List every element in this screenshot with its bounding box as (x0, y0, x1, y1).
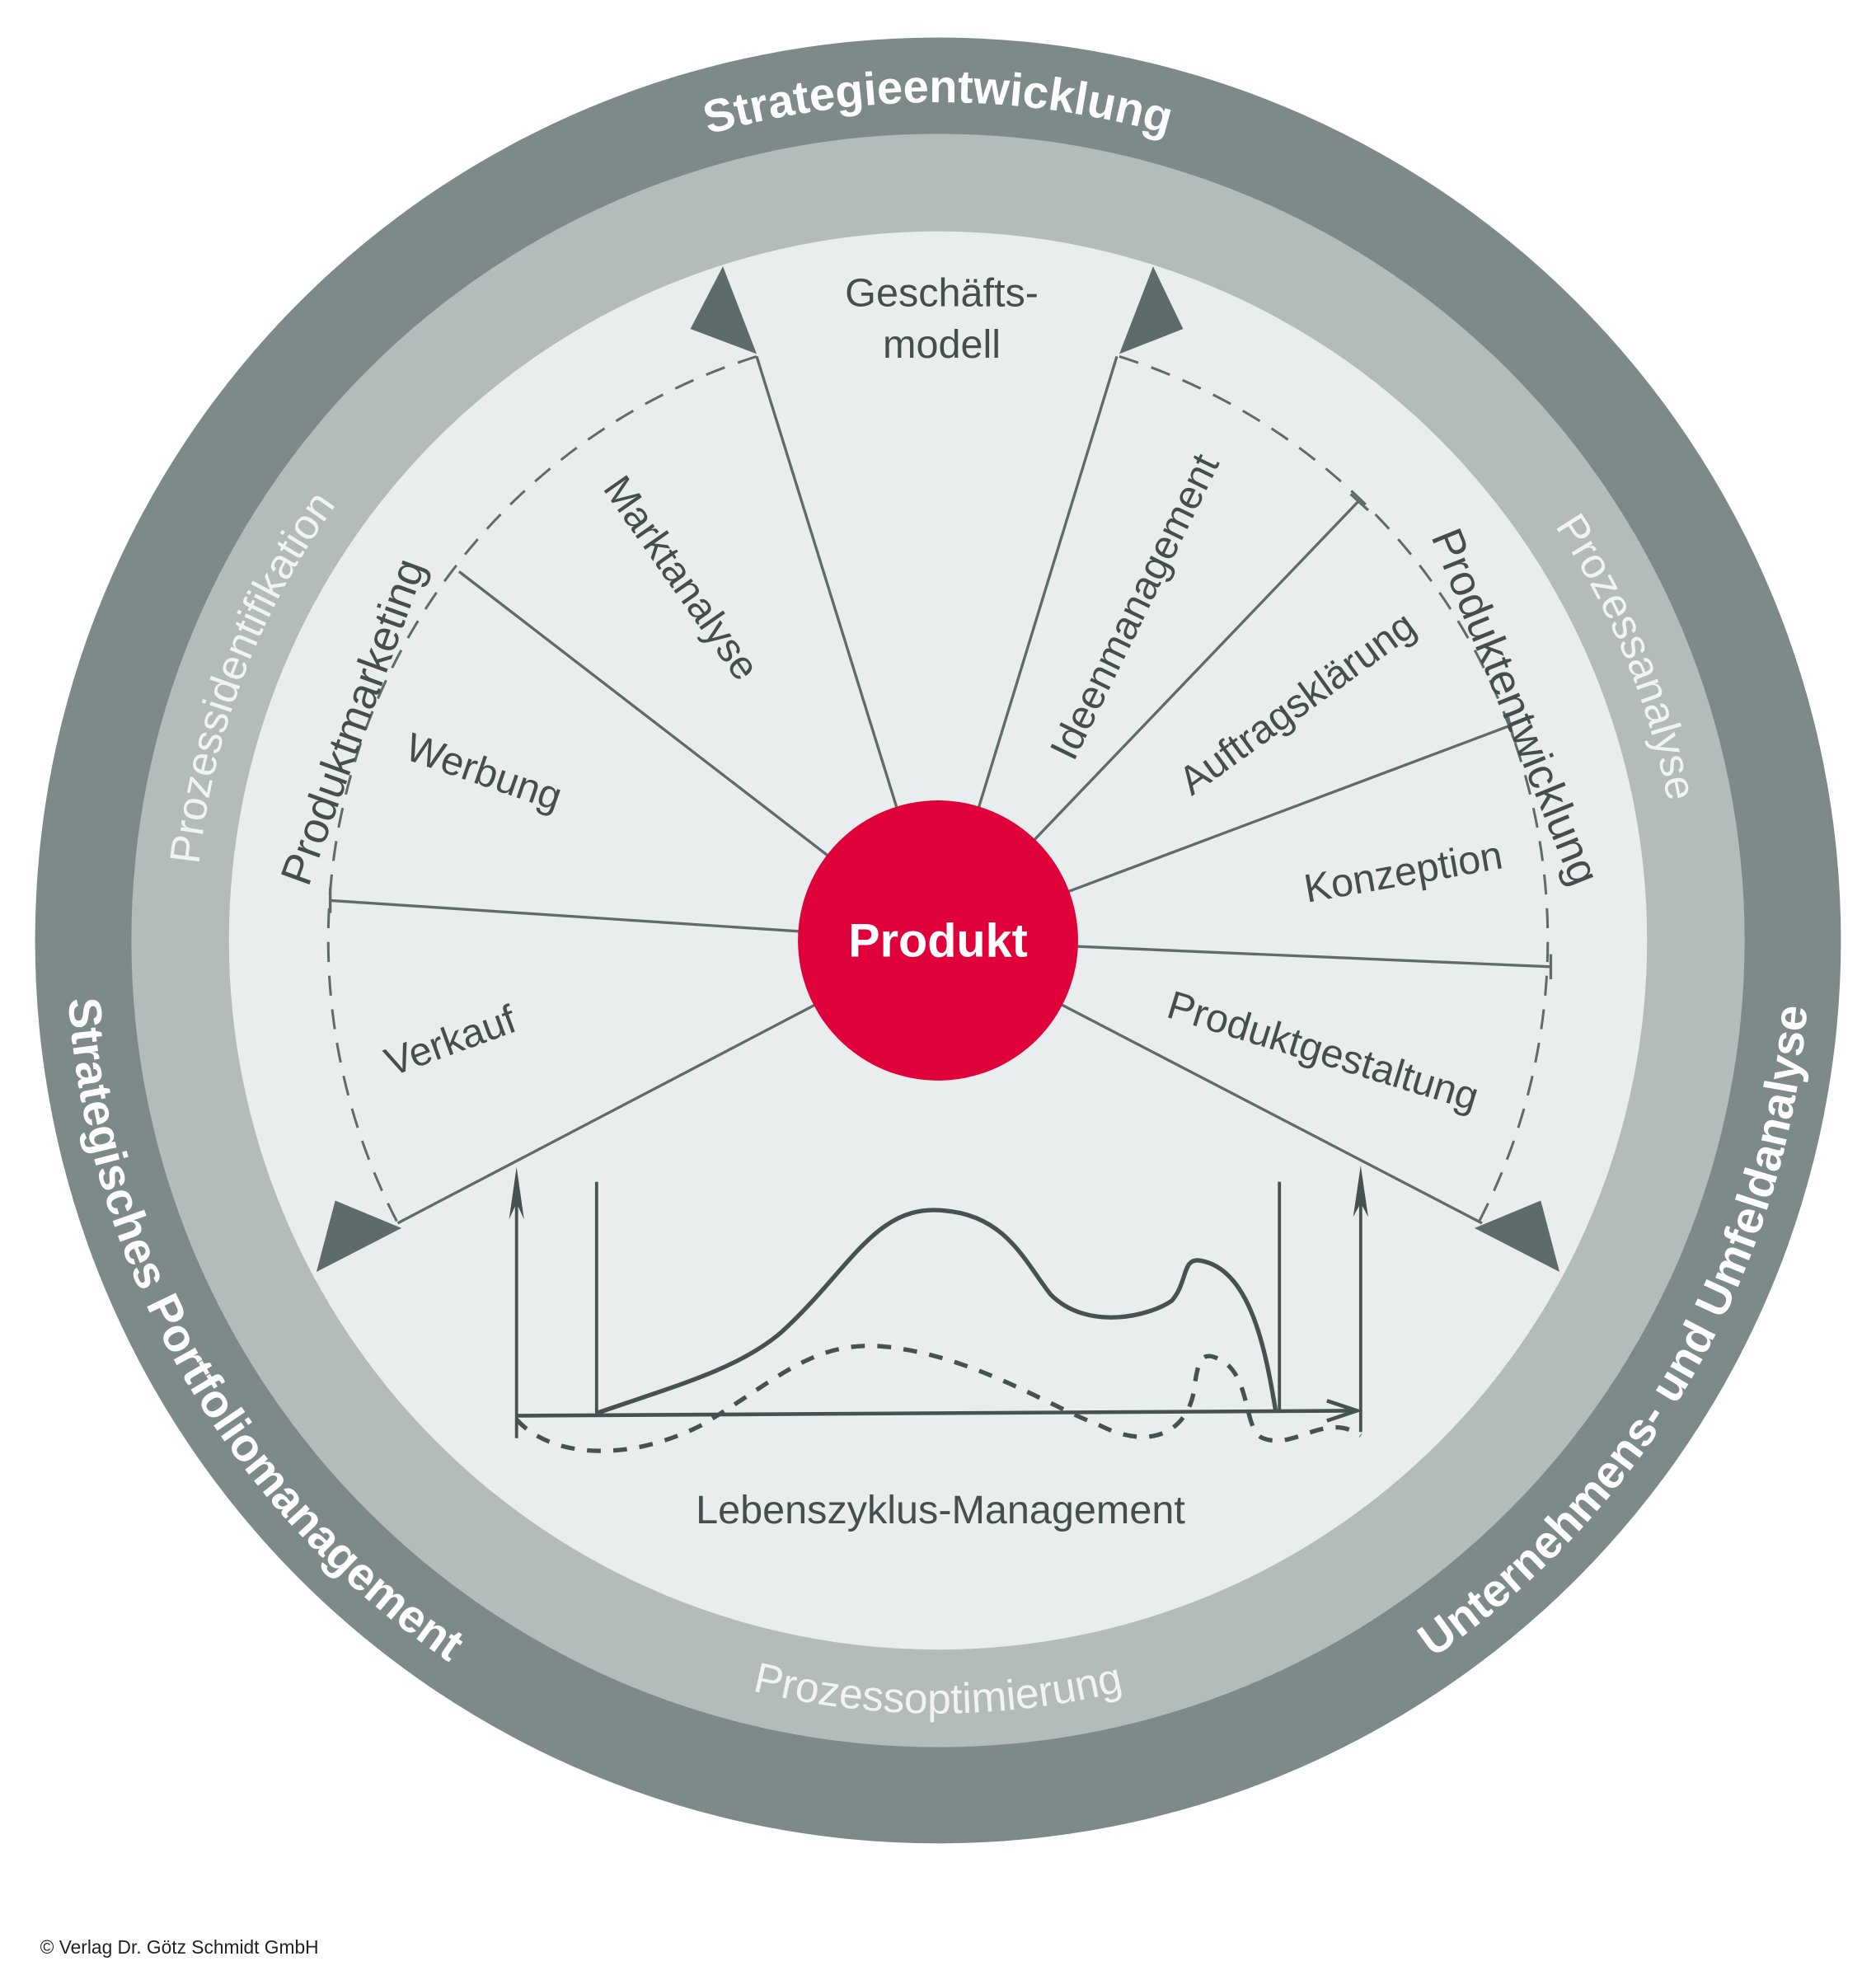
arrow-top-left-icon (690, 266, 757, 354)
label-geschaeftsmodell-1: Geschäfts- (845, 271, 1039, 316)
arrow-bottom-left-icon (316, 1200, 402, 1273)
product-center-circle (798, 800, 1078, 1081)
arrow-up-icon (1353, 1166, 1368, 1217)
label-lebenszyklus-management: Lebenszyklus-Management (696, 1488, 1185, 1532)
center-label: Produkt (848, 915, 1028, 968)
arrow-right-icon (1326, 1399, 1363, 1423)
lifecycle-chart (509, 1166, 1368, 1453)
arrowheads (316, 266, 1560, 1273)
copyright: © Verlag Dr. Götz Schmidt GmbH (40, 1936, 319, 1958)
arrow-up-icon (509, 1166, 524, 1220)
arrow-bottom-right-icon (1474, 1200, 1560, 1273)
label-geschaeftsmodell-2: modell (883, 322, 1001, 367)
arrow-top-right-icon (1119, 266, 1184, 354)
